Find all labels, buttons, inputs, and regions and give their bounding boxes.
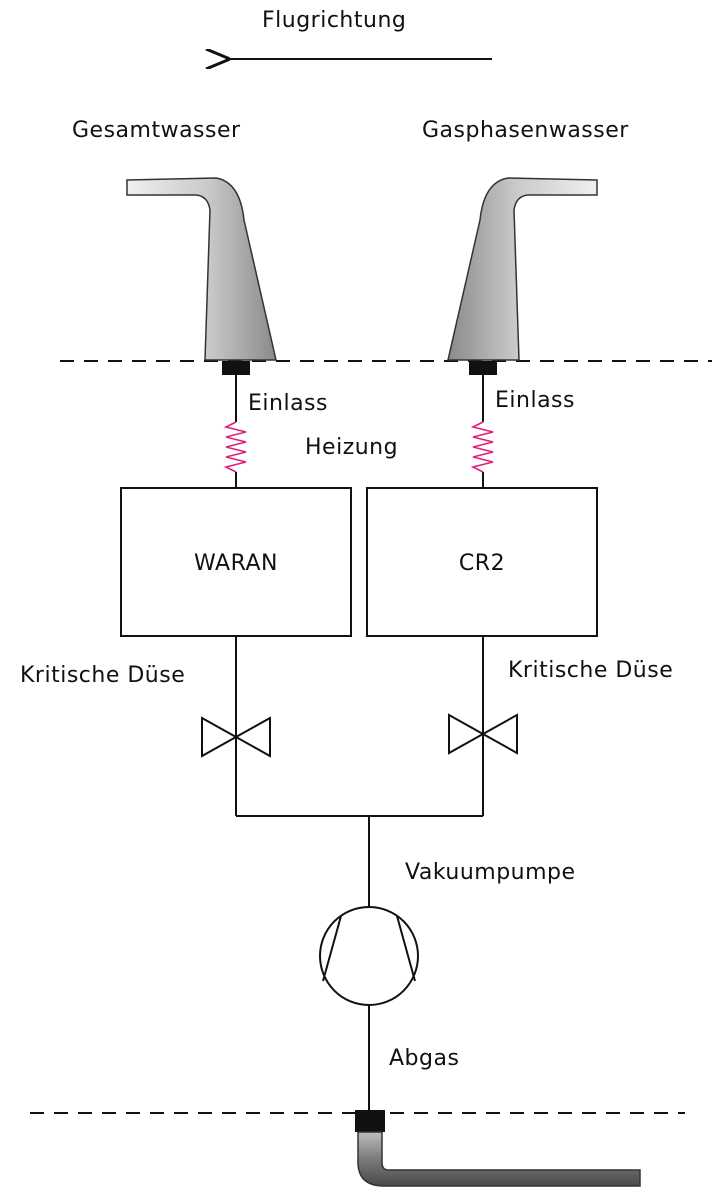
exhaust-connector: [355, 1110, 385, 1132]
flight-direction-label: Flugrichtung: [262, 8, 407, 33]
inlet-right-shape: [447, 177, 598, 361]
heating-label: Heizung: [305, 435, 399, 460]
inlet-left-title: Gesamtwasser: [72, 118, 241, 143]
nozzle-right-label: Kritische Düse: [508, 658, 674, 683]
nozzle-left-label: Kritische Düse: [20, 663, 186, 688]
vacuum-pump-icon: [319, 906, 419, 1006]
inlet-right-title: Gasphasenwasser: [422, 118, 629, 143]
critical-nozzle-left-icon: [201, 716, 271, 758]
instrument-box-cr2: [366, 487, 598, 637]
heating-coil-left: [223, 421, 247, 473]
inlet-left-connector: [222, 361, 250, 375]
exhaust-pipe: [357, 1131, 641, 1187]
inlet-right-connector: [469, 361, 497, 375]
instrument-label-cr2: CR2: [458, 551, 506, 576]
pump-label: Vakuumpumpe: [405, 860, 576, 885]
inlet-right-label: Einlass: [495, 388, 575, 413]
critical-nozzle-right-icon: [448, 713, 518, 755]
inlet-left-label: Einlass: [248, 391, 328, 416]
inlet-left-shape: [126, 177, 277, 361]
instrument-label-waran: WARAN: [193, 551, 278, 576]
heating-coil-right: [470, 421, 494, 473]
exhaust-label: Abgas: [389, 1046, 460, 1071]
